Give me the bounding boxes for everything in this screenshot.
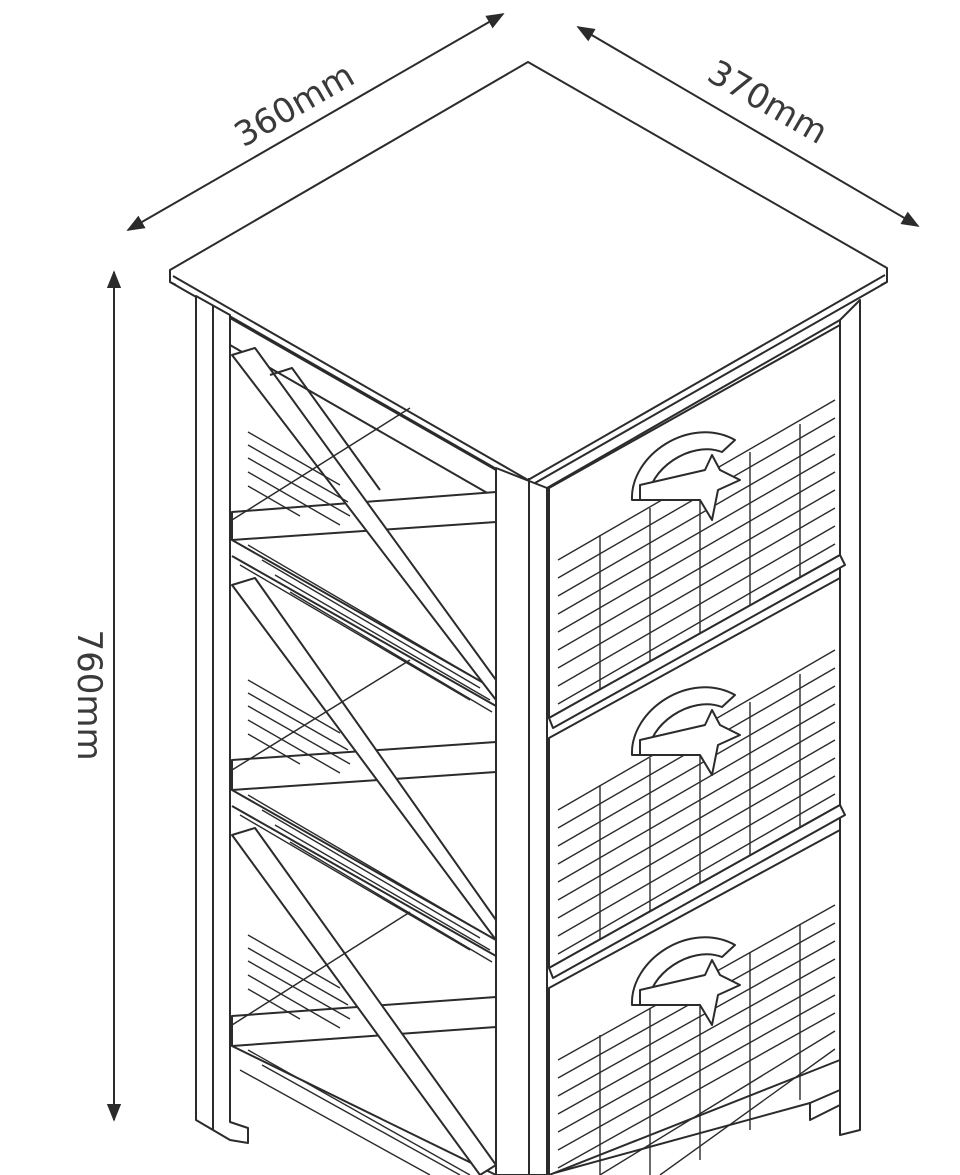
cabinet — [169, 61, 888, 1175]
drawer-3-handle[interactable] — [630, 936, 741, 1026]
drawer-2[interactable] — [548, 577, 846, 979]
drawer-1[interactable] — [548, 324, 846, 729]
left-side-frame — [195, 295, 548, 1175]
drawer-2-handle[interactable] — [630, 686, 741, 776]
drawer-1-handle[interactable] — [630, 431, 741, 521]
height-label: 760mm — [69, 629, 109, 760]
dimension-lines — [106, 13, 920, 1122]
drawer-3[interactable] — [548, 829, 841, 1175]
drawer-2-wicker — [557, 649, 836, 955]
left-wicker-texture — [239, 431, 493, 1175]
width-dimension-line — [126, 13, 505, 231]
width-label: 360mm — [228, 55, 362, 155]
left-side-sections — [231, 347, 497, 1175]
cabinet-top — [169, 61, 888, 488]
depth-dimension-line — [576, 26, 920, 227]
